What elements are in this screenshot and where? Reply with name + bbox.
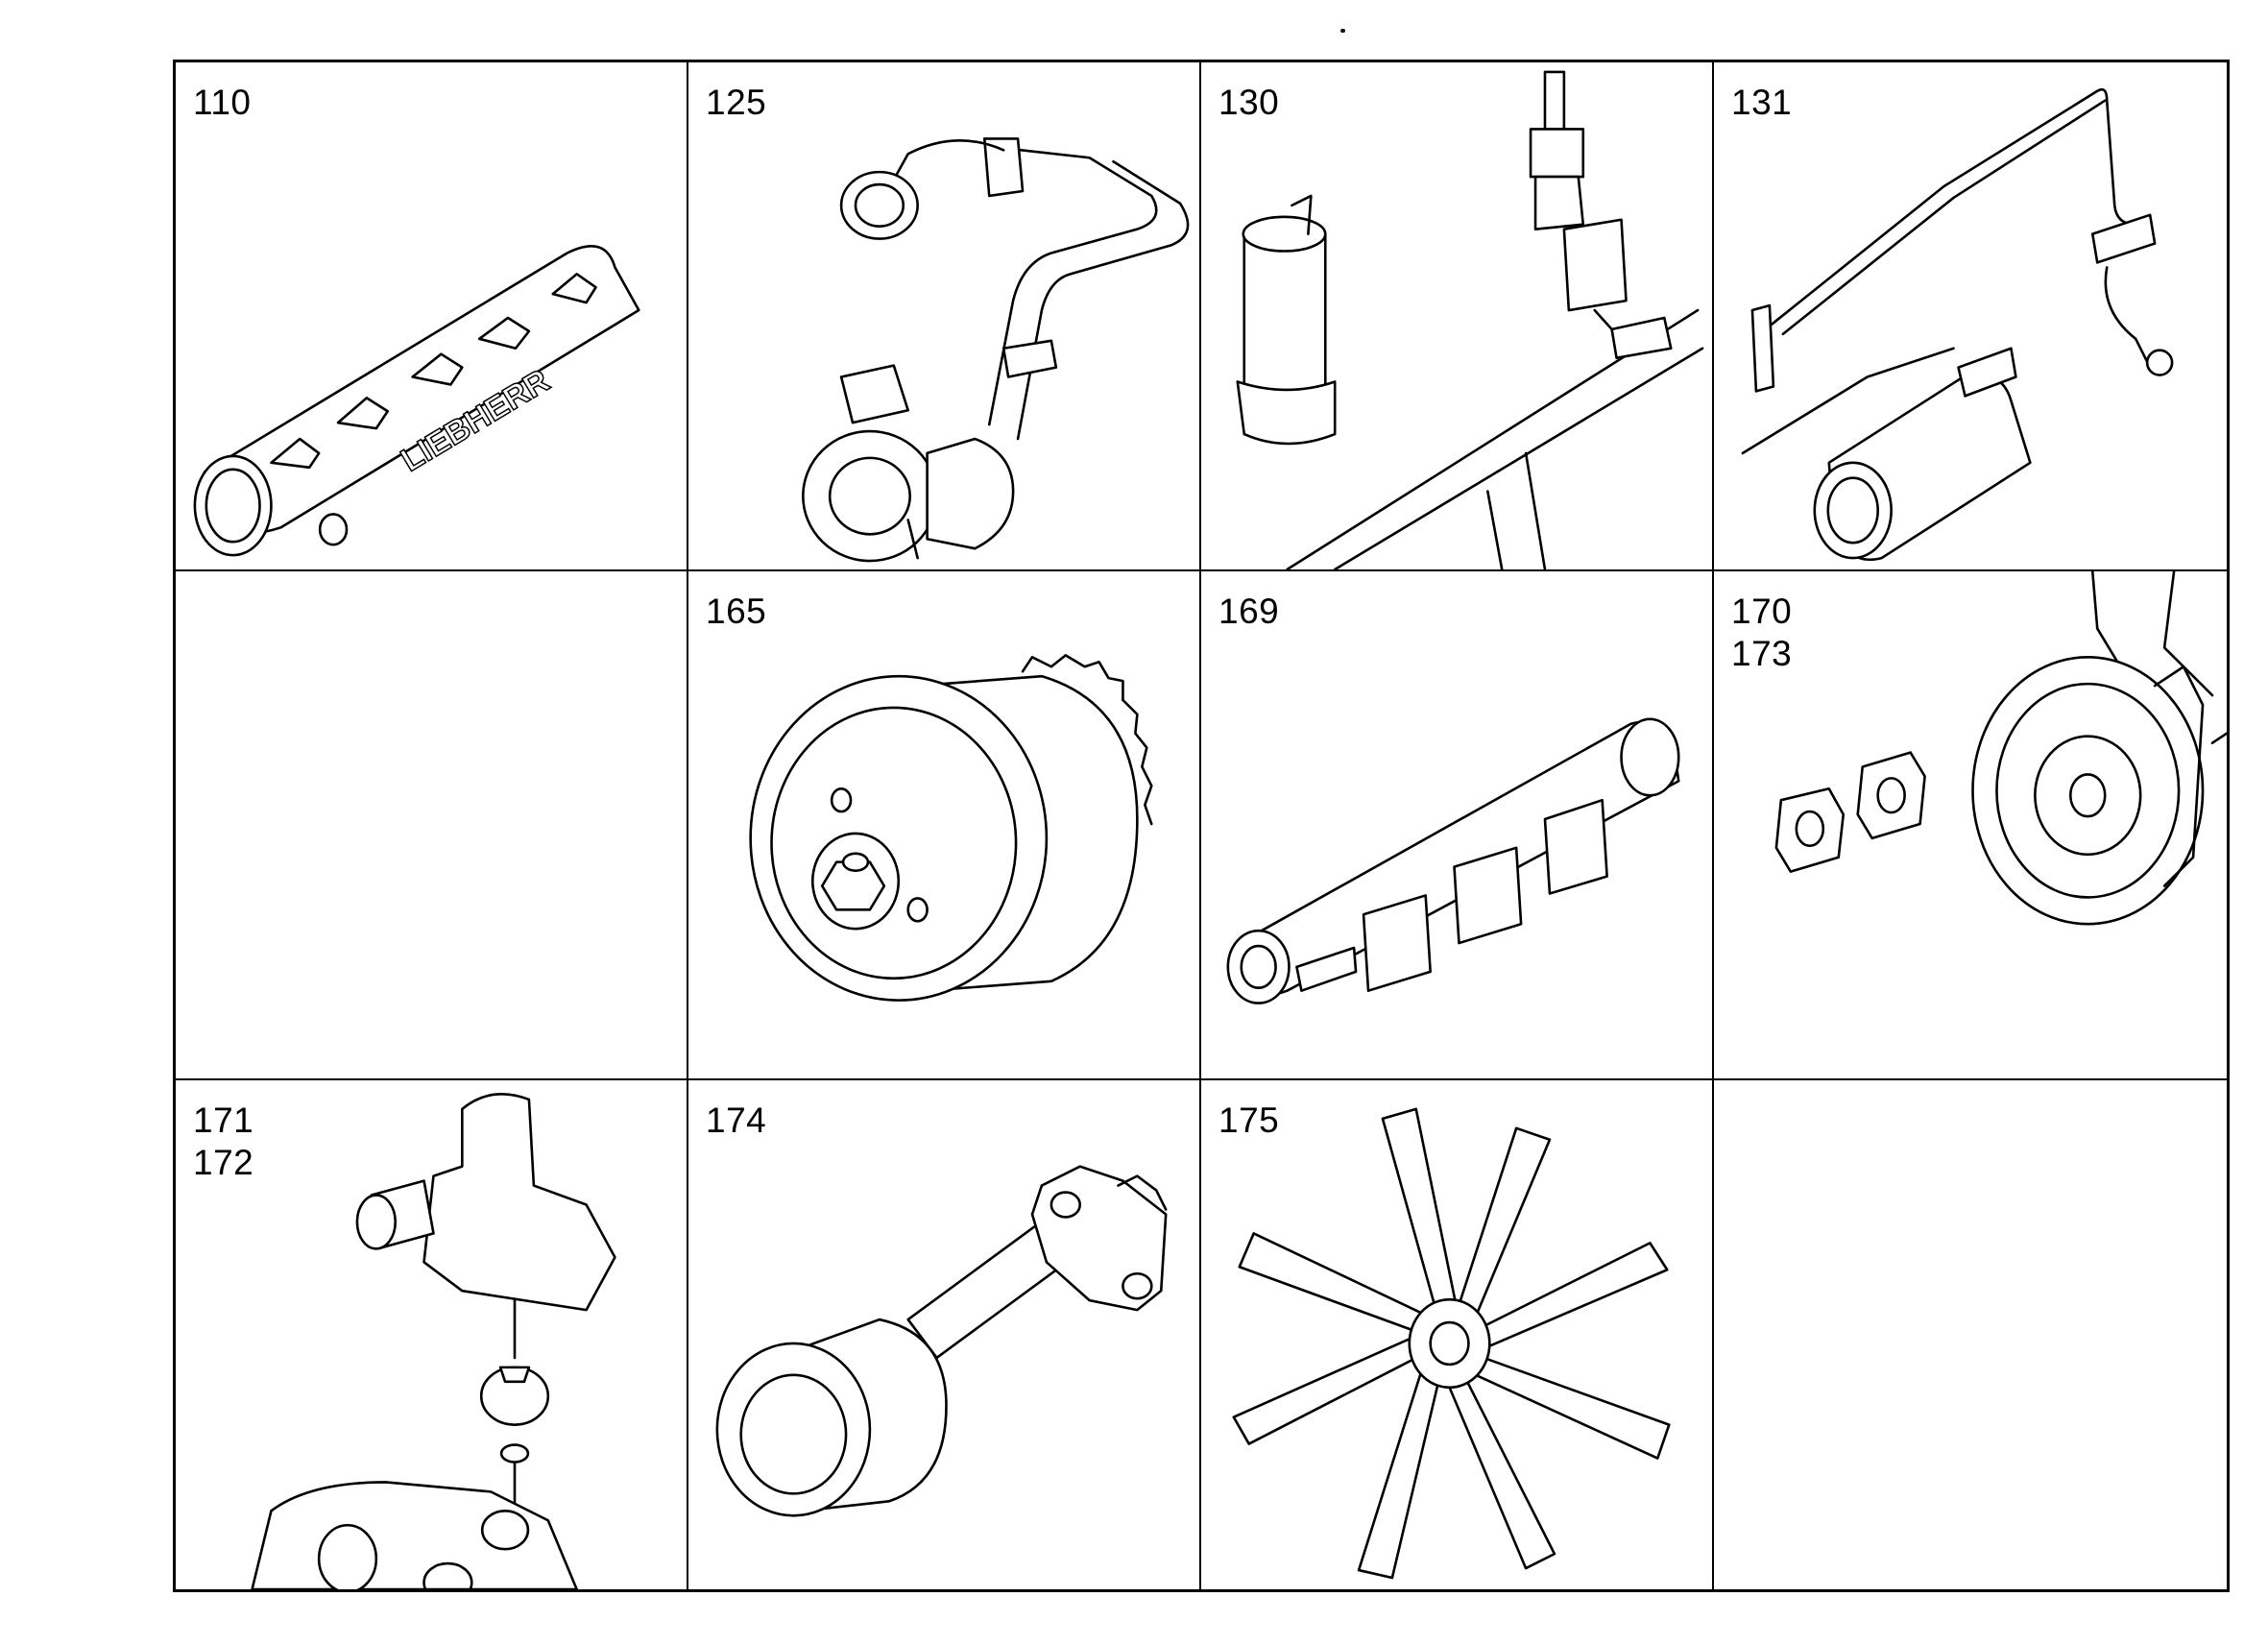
fan-drawing <box>1201 1080 1712 1589</box>
exhaust-manifold-drawing <box>1201 571 1712 1078</box>
vibration-damper-drawing <box>688 571 1199 1078</box>
cell-165[interactable]: 165 <box>688 571 1201 1080</box>
cell-170-173[interactable]: 170 173 <box>1714 571 2227 1080</box>
cell-169[interactable]: 169 <box>1201 571 1714 1080</box>
cell-175[interactable]: 175 <box>1201 1080 1714 1589</box>
cell-labels: 125 <box>706 82 766 124</box>
cell-labels: 174 <box>706 1100 766 1142</box>
cell-empty-2 <box>1714 1080 2227 1589</box>
part-number: 170 <box>1731 592 1793 631</box>
cell-171-172[interactable]: 171 172 <box>176 1080 688 1589</box>
cell-empty-1 <box>176 571 688 1080</box>
thermostat-housing-drawing <box>176 1080 687 1589</box>
cell-labels: 175 <box>1218 1100 1279 1142</box>
cell-labels: 131 <box>1731 82 1792 124</box>
cell-110[interactable]: 110 LIEBHERR <box>176 62 688 571</box>
scan-speck <box>1340 29 1345 33</box>
cell-labels: 165 <box>706 591 766 633</box>
part-number: 175 <box>1218 1101 1280 1140</box>
injector-sensor-drawing <box>1201 62 1712 569</box>
part-number: 174 <box>706 1101 767 1140</box>
cell-labels: 110 <box>193 82 252 124</box>
cell-130[interactable]: 130 <box>1201 62 1714 571</box>
part-number: 110 <box>193 83 252 122</box>
part-number: 169 <box>1218 592 1280 631</box>
cell-labels: 130 <box>1218 82 1279 124</box>
part-number: 130 <box>1218 83 1280 122</box>
cell-labels: 169 <box>1218 591 1279 633</box>
cell-125[interactable]: 125 <box>688 62 1201 571</box>
part-number: 172 <box>193 1143 254 1182</box>
part-number: 171 <box>193 1101 254 1140</box>
cell-174[interactable]: 174 <box>688 1080 1201 1589</box>
drive-shaft-drawing <box>688 1080 1199 1589</box>
flywheel-drawing <box>1714 571 2227 1078</box>
parts-grid: 110 LIEBHERR 125 <box>173 60 2230 1592</box>
cell-labels: 170 173 <box>1731 591 1792 675</box>
part-number: 165 <box>706 592 767 631</box>
turbocharger-drawing <box>688 62 1199 569</box>
part-number: 131 <box>1731 83 1793 122</box>
cell-labels: 171 172 <box>193 1100 253 1184</box>
part-number: 173 <box>1731 634 1793 673</box>
part-number: 125 <box>706 83 767 122</box>
sensor-line-drawing <box>1714 62 2227 569</box>
intake-manifold-drawing: LIEBHERR <box>176 62 687 569</box>
cell-131[interactable]: 131 <box>1714 62 2227 571</box>
